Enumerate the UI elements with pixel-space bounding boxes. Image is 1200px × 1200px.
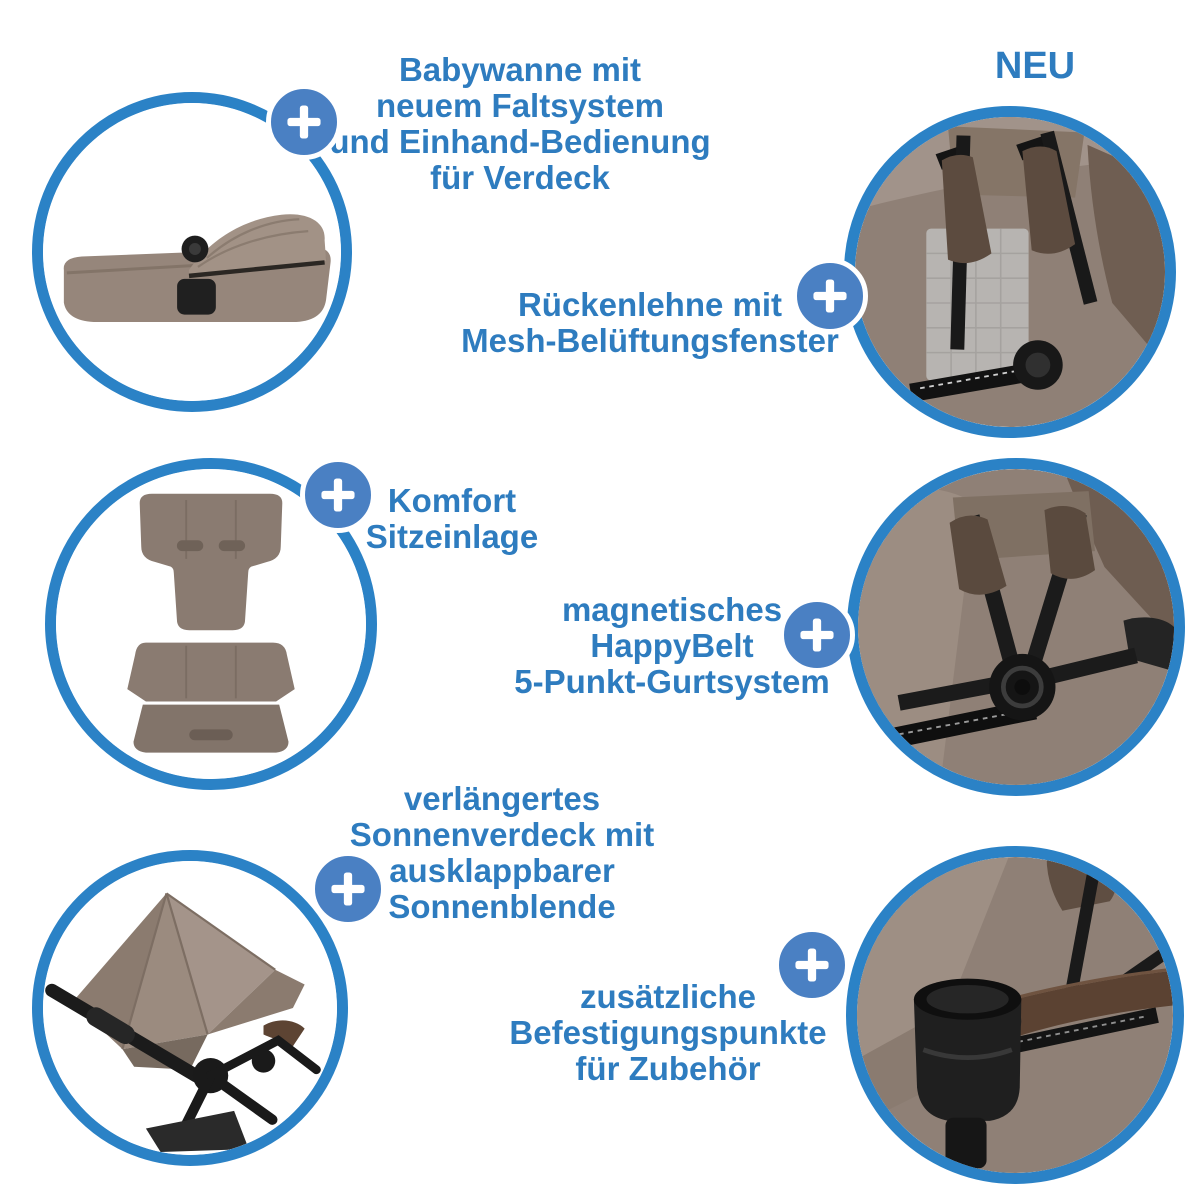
sun-canopy-photo <box>43 861 337 1155</box>
label-line: und Einhand-Bedienung <box>329 123 711 160</box>
photo-circle-seat-inlay <box>45 458 377 790</box>
label-line: Rückenlehne mit <box>517 286 783 323</box>
label-line: Komfort <box>387 482 517 519</box>
label-line: Mesh-Belüftungsfenster <box>461 322 839 359</box>
label-line: Sonnenblende <box>388 888 616 925</box>
plus-icon <box>310 851 386 927</box>
label-line: Babywanne mit <box>398 51 642 88</box>
label-line: verlängertes <box>403 780 601 817</box>
plus-icon <box>792 258 868 334</box>
feature-label-canopy: verlängertes Sonnenverdeck mit ausklappb… <box>332 781 672 925</box>
feature-label-seat-inlay: Komfort Sitzeinlage <box>322 483 582 555</box>
new-label: NEU <box>994 45 1076 87</box>
label-line: Sonnenverdeck mit <box>349 816 655 853</box>
feature-label-harness: magnetisches HappyBelt 5-Punkt-Gurtsyste… <box>502 592 842 700</box>
label-line: Sitzeinlage <box>365 518 539 555</box>
happybelt-harness-photo <box>858 469 1174 785</box>
feature-label-accessory-points: zusätzliche Befestigungspunkte für Zubeh… <box>508 979 828 1087</box>
label-line: HappyBelt <box>590 627 754 664</box>
mesh-backrest-photo <box>855 117 1165 427</box>
plus-icon <box>779 597 855 673</box>
label-line: 5-Punkt-Gurtsystem <box>514 663 830 700</box>
feature-label-backrest: Rückenlehne mit Mesh-Belüftungsfenster <box>440 287 860 359</box>
label-line: ausklappbarer <box>389 852 615 889</box>
plus-icon <box>300 457 376 533</box>
label-line: magnetisches <box>561 591 783 628</box>
label-line: Befestigungspunkte <box>509 1014 827 1051</box>
label-line: zusätzliche <box>579 978 757 1015</box>
photo-circle-canopy <box>32 850 348 1166</box>
photo-circle-cup-holder <box>846 846 1184 1184</box>
feature-label-carrycot: Babywanne mit neuem Faltsystem und Einha… <box>310 52 730 196</box>
photo-circle-backrest <box>844 106 1176 438</box>
plus-icon <box>774 927 850 1003</box>
photo-circle-harness <box>847 458 1185 796</box>
label-line: für Verdeck <box>430 159 610 196</box>
plus-icon <box>266 84 342 160</box>
label-line: neuem Faltsystem <box>376 87 664 124</box>
label-line: für Zubehör <box>575 1050 761 1087</box>
cup-holder-photo <box>857 857 1173 1173</box>
